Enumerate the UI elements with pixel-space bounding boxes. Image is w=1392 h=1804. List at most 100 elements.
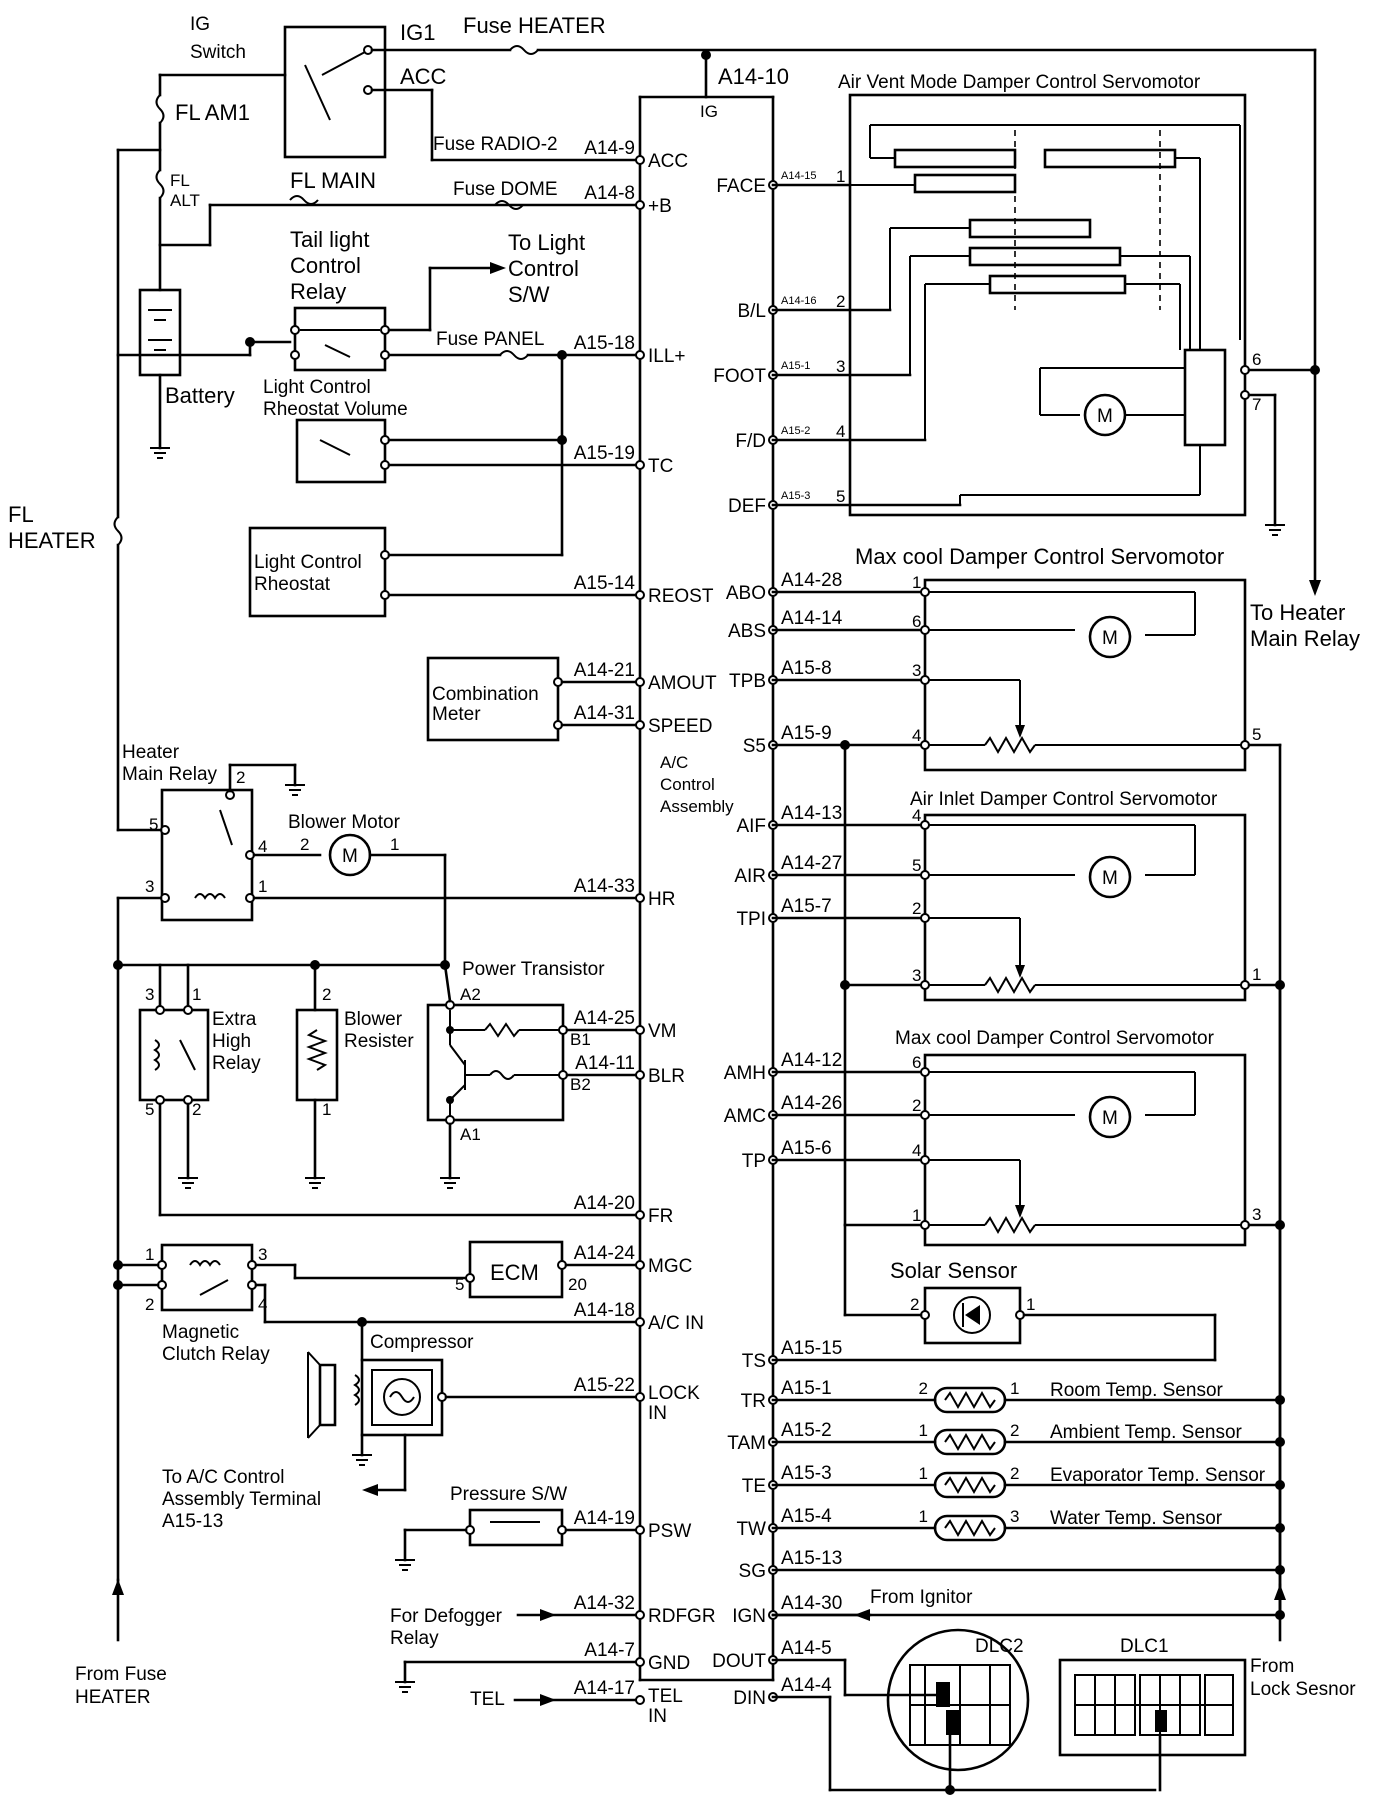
ecm-pin5: 5 [455,1275,464,1294]
ambient-temp-sensor-label: Ambient Temp. Sensor [1050,1422,1243,1443]
pt-a1: A1 [460,1125,481,1144]
left-pin-name: A/C IN [648,1313,704,1334]
avs-pin7: 7 [1252,395,1261,414]
combination-meter-label-1: Combination [432,684,539,705]
ehr-label-2: High [212,1031,251,1052]
right-pin-name: DOUT [712,1651,766,1672]
left-pin-terminal [635,350,645,360]
max-cool-servo-1-label: Max cool Damper Control Servomotor [855,544,1224,569]
air-inlet-servomotor: Air Inlet Damper Control Servomotor M 4 … [771,743,1285,1002]
left-pin-name: ACC [648,151,688,172]
right-pin-connector: A14-5 [781,1638,832,1659]
fuse-dome-label: Fuse DOME [453,179,558,200]
left-pin-connector: A15-18 [574,333,635,354]
left-pin-name: RDFGR [648,1606,716,1627]
left-pin-name: +B [648,196,672,217]
air-inlet-motor-icon [1088,855,1132,899]
left-pin-terminal [635,200,645,210]
right-pin-name: S5 [743,736,766,757]
max-cool-servo-2-label: Max cool Damper Control Servomotor [895,1028,1215,1049]
ac-control-assembly: A14-10 IG A/C Control Assembly [638,50,789,1682]
ig-switch-label-2: Switch [190,42,246,63]
left-pin-terminal [635,1317,645,1327]
right-pin-name: TW [736,1519,766,1540]
left-pin-name: BLR [648,1066,685,1087]
power-transistor-box [426,1003,565,1122]
max-cool-servo-1-box [923,578,1247,772]
right-pin-connector: A14-14 [781,608,843,629]
from-fuse-heater-label-1: From Fuse [75,1664,167,1685]
mc1-pin1: 1 [912,573,921,592]
air-vent-motor-m: M [1097,406,1113,427]
left-pin-name: TC [648,456,673,477]
right-pin-name: AMH [724,1063,766,1084]
to-ac-control-label-3: A15-13 [162,1511,223,1532]
max-cool-2-motor-m: M [1102,1108,1118,1129]
right-pin-connector: A15-2 [781,1420,832,1441]
left-pin-connector: A14-18 [574,1300,635,1321]
mc1-pin5: 5 [1252,725,1261,744]
water-temp-sensor-label: Water Temp. Sensor [1050,1508,1223,1529]
fl-alt-label-2: ALT [170,191,200,210]
a14-10-label: A14-10 [718,64,789,89]
heater-main-relay-box [160,788,254,922]
from-lock-sensor-label-2: Lock Sesnor [1250,1679,1356,1700]
ehr-pin3: 3 [145,985,154,1004]
left-pin-terminal [635,1392,645,1402]
right-pin-name: DEF [728,496,766,517]
left-pin-terminal [635,1210,645,1220]
air-inlet-servo-label: Air Inlet Damper Control Servomotor [910,789,1218,810]
left-pin-name: MGC [648,1256,692,1277]
dlc1-label: DLC1 [1120,1636,1169,1657]
hmr-pin1: 1 [258,877,267,896]
heater-main-relay-label-1: Heater [122,742,180,763]
left-pin-name: VM [648,1021,677,1042]
air-vent-servo-box [848,93,1247,517]
ecm-label: ECM [490,1260,539,1285]
tail-relay-label-3: Relay [290,279,346,304]
mc2-pin4: 4 [912,1141,921,1160]
hmr-pin2: 2 [236,768,245,787]
ecm-pin20: 20 [568,1275,587,1294]
left-pin-connector: A14-31 [574,703,635,724]
left-pin-terminal [635,893,645,903]
hmr-pin5: 5 [149,815,158,834]
mcr-pin1: 1 [145,1245,154,1264]
left-pin-name: IN [648,1706,667,1727]
mcr-pin4: 4 [258,1295,267,1314]
left-pin-terminal [635,1260,645,1270]
right-pin-number: 5 [836,487,845,506]
solar-pin1: 1 [1026,1295,1035,1314]
right-pin-connector: A15-3 [781,490,810,502]
ig-switch-box [283,25,387,159]
left-pin-terminal [635,1070,645,1080]
bm-pin1: 1 [390,835,399,854]
ac-assembly-label-2: Control [660,775,715,794]
right-pin-number: 2 [836,292,845,311]
left-pin-name: FR [648,1206,673,1227]
compressor-label: Compressor [370,1332,474,1353]
from-ignitor-label: From Ignitor [870,1587,973,1608]
room-temp-sensor-label: Room Temp. Sensor [1050,1380,1224,1401]
mc2-pin6: 6 [912,1053,921,1072]
right-pin-connector: A15-9 [781,723,832,744]
left-pin-connector: A15-22 [574,1375,635,1396]
left-pin-connector: A14-21 [574,660,635,681]
right-pin-name: DIN [733,1688,766,1709]
max-cool-servomotor-2: Max cool Damper Control Servomotor M 6 2… [771,983,1261,1247]
right-pin-name: TE [742,1476,766,1497]
air-vent-servomotor: Air Vent Mode Damper Control Servomotor [771,72,1320,536]
right-pin-connector: A14-12 [781,1050,842,1071]
evaporator-temp-sensor-pin-a: 1 [919,1464,928,1483]
light-rheo-vol-label-2: Rheostat Volume [263,399,408,420]
left-pin-connector: A15-14 [574,573,636,594]
solar-sensor-label: Solar Sensor [890,1258,1017,1283]
from-lock-sensor-label-1: From [1250,1656,1294,1677]
air-inlet-servo-box [923,813,1247,1002]
left-pin-connector: A14-25 [574,1008,635,1029]
right-pin-name: TR [741,1391,766,1412]
left-pin-name: GND [648,1653,690,1674]
ehr-label-1: Extra [212,1009,257,1030]
